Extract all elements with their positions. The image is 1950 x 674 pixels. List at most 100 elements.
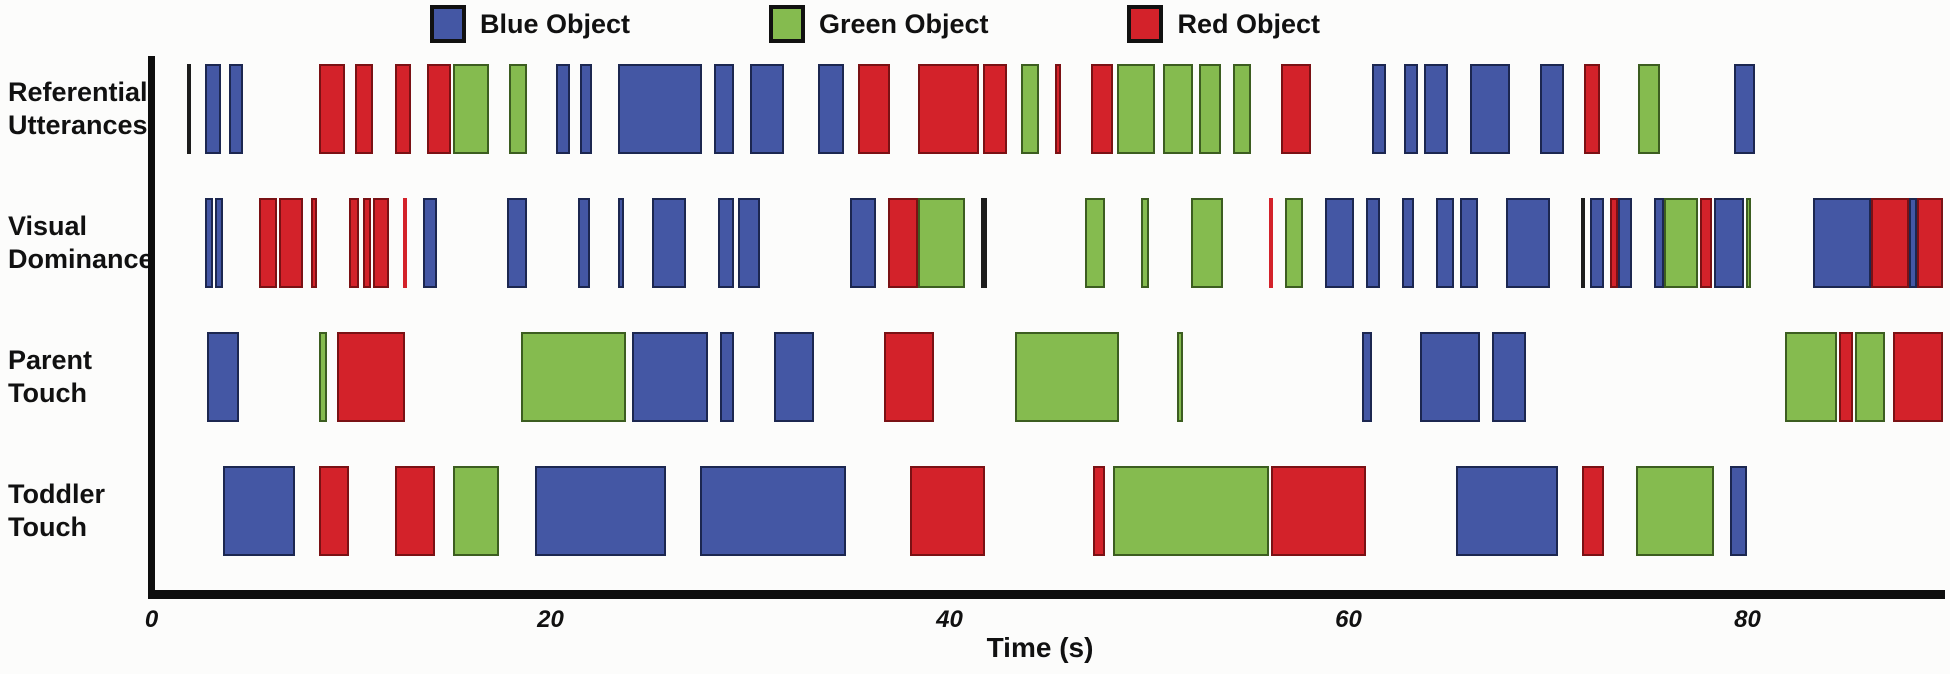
x-tick-label-60: 60	[1335, 606, 1362, 633]
timeline-bar-green	[1785, 332, 1838, 422]
x-axis-line	[148, 590, 1945, 599]
timeline-bar-red	[394, 466, 435, 556]
timeline-bar-red	[1581, 466, 1604, 556]
timeline-bar-red	[259, 198, 278, 288]
timeline-bar-red	[337, 332, 405, 422]
y-axis-line	[148, 56, 155, 598]
timeline-bar-blue	[207, 332, 240, 422]
timeline-bar-blue	[1506, 198, 1550, 288]
timeline-bar-blue	[556, 64, 571, 154]
timeline-bar-blue	[618, 64, 703, 154]
x-tick-label-80: 80	[1734, 606, 1761, 633]
timeline-bar-blue	[1617, 198, 1632, 288]
timeline-bar-blue	[215, 198, 224, 288]
blue-swatch-icon	[430, 5, 466, 43]
timeline-bar-blue	[1324, 198, 1355, 288]
timeline-bar-blue	[718, 198, 735, 288]
timeline-bar-blue	[720, 332, 735, 422]
timeline-bar-blue	[506, 198, 527, 288]
timeline-bar-green	[1141, 198, 1149, 288]
timeline-bar-red	[372, 198, 389, 288]
timeline-bar-blue	[1362, 332, 1373, 422]
legend-label: Green Object	[818, 8, 989, 39]
timeline-bar-green	[1190, 198, 1223, 288]
timeline-band	[0, 466, 1950, 556]
timeline-bar-red	[1609, 198, 1618, 288]
timeline-bar-green	[452, 466, 499, 556]
timeline-bar-red	[319, 64, 345, 154]
red-swatch-icon	[1127, 5, 1164, 43]
timeline-bar-blue	[1713, 198, 1744, 288]
timeline-bar-green	[1198, 64, 1221, 154]
timeline-bar-blue	[773, 332, 814, 422]
timeline-bar-red	[426, 64, 451, 154]
timeline-bar-red	[402, 198, 407, 288]
timeline-bar-blue	[1456, 466, 1558, 556]
timeline-bar-blue	[534, 466, 667, 556]
timeline-bar-red	[1093, 466, 1106, 556]
timeline-bar-blue	[1420, 332, 1481, 422]
green-swatch-icon	[768, 5, 805, 43]
timeline-bar-dark	[187, 64, 192, 154]
timeline-band	[0, 64, 1950, 154]
legend-label: Red Object	[1177, 8, 1320, 39]
timeline-bar-dark	[1580, 198, 1585, 288]
timeline-bar-green	[1176, 332, 1183, 422]
timeline-bar-red	[909, 466, 986, 556]
timeline-bar-red	[1268, 198, 1273, 288]
timeline-bar-blue	[817, 64, 844, 154]
timeline-bar-red	[394, 64, 411, 154]
timeline-bar-blue	[700, 466, 846, 556]
timeline-bar-blue	[1540, 64, 1564, 154]
timeline-bar-red	[319, 466, 349, 556]
timeline-bar-blue	[1729, 466, 1748, 556]
timeline-bar-blue	[1813, 198, 1872, 288]
timeline-bar-green	[1284, 198, 1303, 288]
timeline-bar-red	[1699, 198, 1712, 288]
legend-item-green: Green Object	[768, 5, 989, 43]
timeline-bar-green	[1637, 64, 1660, 154]
timeline-bar-green	[1855, 332, 1886, 422]
timeline-bar-blue	[1492, 332, 1527, 422]
timeline-bar-blue	[1589, 198, 1604, 288]
timeline-band	[0, 198, 1950, 288]
timeline-bar-green	[1113, 466, 1269, 556]
timeline-bar-green	[1745, 198, 1752, 288]
timeline-bar-green	[1015, 332, 1120, 422]
timeline-band	[0, 332, 1950, 422]
timeline-bar-blue	[1366, 198, 1381, 288]
timeline-bar-red	[311, 198, 318, 288]
timeline-bar-blue	[632, 332, 709, 422]
timeline-bar-green	[452, 64, 489, 154]
timeline-bar-blue	[1404, 64, 1419, 154]
timeline-bar-blue	[1424, 64, 1449, 154]
x-tick-label-40: 40	[936, 606, 963, 633]
timeline-bar-blue	[738, 198, 760, 288]
timeline-bar-red	[1839, 332, 1854, 422]
timeline-bar-dark	[981, 198, 988, 288]
timeline-bar-red	[1055, 64, 1062, 154]
timeline-bar-red	[1583, 64, 1600, 154]
timeline-bar-blue	[849, 198, 876, 288]
timeline-bar-blue	[1372, 64, 1387, 154]
timeline-bar-blue	[652, 198, 687, 288]
timeline-bar-red	[1091, 64, 1114, 154]
timeline-bar-red	[1893, 332, 1943, 422]
timeline-bar-blue	[1402, 198, 1415, 288]
timeline-bar-red	[1871, 198, 1910, 288]
timeline-bar-red	[1280, 64, 1311, 154]
x-tick-label-20: 20	[537, 606, 564, 633]
timeline-bar-green	[1117, 64, 1155, 154]
timeline-bar-red	[1270, 466, 1367, 556]
timeline-bar-green	[1162, 64, 1193, 154]
timeline-bar-red	[279, 198, 304, 288]
timeline-bar-green	[1663, 198, 1698, 288]
timeline-bar-green	[1085, 198, 1106, 288]
timeline-bar-green	[917, 198, 966, 288]
timeline-bar-red	[857, 64, 890, 154]
timeline-bar-blue	[205, 64, 222, 154]
